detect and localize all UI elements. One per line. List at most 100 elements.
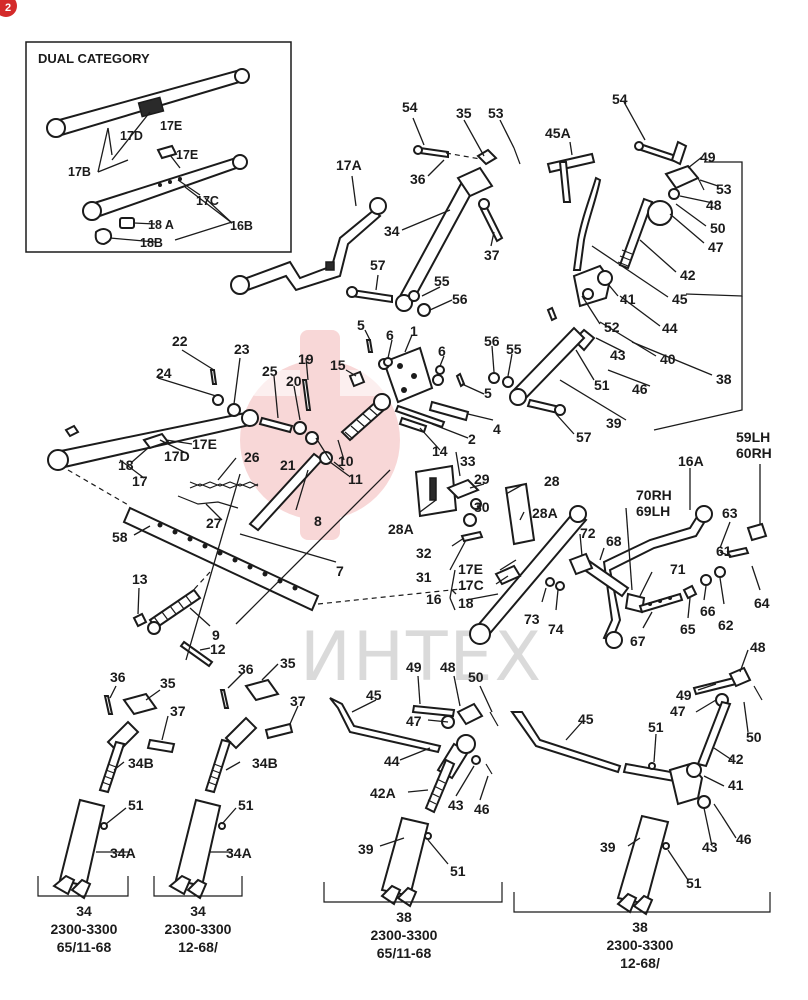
callout-70RH: 70RH xyxy=(636,487,672,503)
callout-43-b4: 43 xyxy=(702,839,718,855)
callout-6-left: 6 xyxy=(386,327,394,343)
caption-2-part: 34 xyxy=(190,903,206,919)
callout-7: 7 xyxy=(336,563,344,579)
callout-57-top: 57 xyxy=(370,257,386,273)
page-badge-label: 2 xyxy=(5,2,11,14)
callout-60RH: 60RH xyxy=(736,445,772,461)
callout-45-right: 45 xyxy=(672,291,688,307)
callout-16B: 16B xyxy=(230,219,253,233)
caption-4-dates: 12-68/ xyxy=(620,955,660,971)
callout-33: 33 xyxy=(460,453,476,469)
callout-10: 10 xyxy=(338,453,354,469)
callout-21: 21 xyxy=(280,457,296,473)
page-badge: 2 xyxy=(0,0,17,17)
callout-28: 28 xyxy=(544,473,560,489)
callout-12: 12 xyxy=(210,641,226,657)
callout-11: 11 xyxy=(348,471,363,487)
callout-46-b4: 46 xyxy=(736,831,752,847)
part-45-rod-b4 xyxy=(510,711,622,774)
callout-66: 66 xyxy=(700,603,716,619)
callout-51-right: 51 xyxy=(594,377,610,393)
inset-title: DUAL CATEGORY xyxy=(38,51,150,66)
callout-13: 13 xyxy=(132,571,148,587)
callout-71: 71 xyxy=(670,561,686,577)
callout-57-right: 57 xyxy=(576,429,592,445)
callout-8: 8 xyxy=(314,513,322,529)
callout-14: 14 xyxy=(432,443,448,459)
callout-35-top: 35 xyxy=(456,105,472,121)
callout-26: 26 xyxy=(244,449,260,465)
caption-1-part: 34 xyxy=(76,903,92,919)
callout-20: 20 xyxy=(286,373,302,389)
upper-link-assembly xyxy=(230,117,521,317)
callout-51-b4: 51 xyxy=(648,719,664,735)
part-34A-tube-right xyxy=(174,798,222,888)
variant-captions: 34 2300-3300 65/11-68 34 2300-3300 12-68… xyxy=(51,903,674,971)
callout-59LH: 59LH xyxy=(736,429,770,445)
part-34A-tube-left xyxy=(58,798,106,888)
callout-34A-b1: 34A xyxy=(110,845,136,861)
callout-45A: 45A xyxy=(545,125,571,141)
callout-72: 72 xyxy=(580,525,596,541)
callout-18A: 18 A xyxy=(148,218,174,232)
callout-38-right: 38 xyxy=(716,371,732,387)
callout-17E-inset-mid: 17E xyxy=(176,148,198,162)
callout-68: 68 xyxy=(606,533,622,549)
caption-3-part: 38 xyxy=(396,909,412,925)
callout-47-right: 47 xyxy=(708,239,724,255)
callout-45-b3: 45 xyxy=(366,687,382,703)
callout-46-right: 46 xyxy=(632,381,648,397)
part-58-drawbar xyxy=(122,506,320,612)
callout-9: 9 xyxy=(212,627,220,643)
callout-34A-b2: 34A xyxy=(226,845,252,861)
callout-17-left: 17 xyxy=(132,473,148,489)
callout-56-mid: 56 xyxy=(484,333,500,349)
callout-39-b4: 39 xyxy=(600,839,616,855)
callout-48-b3: 48 xyxy=(440,659,456,675)
callout-39-b3: 39 xyxy=(358,841,374,857)
callout-50-b3: 50 xyxy=(468,669,484,685)
callout-40: 40 xyxy=(660,351,676,367)
callout-37-b1: 37 xyxy=(170,703,186,719)
callout-16A: 16A xyxy=(678,453,704,469)
callout-53-right: 53 xyxy=(716,181,732,197)
callout-22: 22 xyxy=(172,333,188,349)
callout-36-b1: 36 xyxy=(110,669,126,685)
callout-39-right: 39 xyxy=(606,415,622,431)
callout-43-right: 43 xyxy=(610,347,626,363)
caption-1-model: 2300-3300 xyxy=(51,921,118,937)
callout-4: 4 xyxy=(493,421,501,437)
caption-brackets xyxy=(37,876,771,913)
callout-62: 62 xyxy=(718,617,734,633)
caption-3-dates: 65/11-68 xyxy=(377,945,432,961)
callout-55-mid: 55 xyxy=(506,341,522,357)
center-mechanism xyxy=(248,329,514,532)
dual-category-inset: DUAL CATEGORY xyxy=(25,41,292,253)
callout-67: 67 xyxy=(630,633,646,649)
callout-5-left: 5 xyxy=(357,317,365,333)
caption-2-model: 2300-3300 xyxy=(165,921,232,937)
callout-15: 15 xyxy=(330,357,346,373)
callout-42A-b3: 42A xyxy=(370,785,396,801)
part-26-check-chain xyxy=(189,483,259,489)
callout-17E-left: 17E xyxy=(192,436,217,452)
caption-4-part: 38 xyxy=(632,919,648,935)
callout-25: 25 xyxy=(262,363,278,379)
caption-4-model: 2300-3300 xyxy=(607,937,674,953)
callout-53-top: 53 xyxy=(488,105,504,121)
callout-32: 32 xyxy=(416,545,432,561)
part-34B-screw-left xyxy=(98,740,126,794)
callout-35-b1: 35 xyxy=(160,675,176,691)
caption-2-dates: 12-68/ xyxy=(178,939,218,955)
callout-30: 30 xyxy=(474,499,490,515)
callout-36-top: 36 xyxy=(410,171,426,187)
part-39-tube-b4 xyxy=(616,814,670,906)
callout-31: 31 xyxy=(416,569,432,585)
callout-54-top: 54 xyxy=(402,99,418,115)
callout-51-b2: 51 xyxy=(238,797,254,813)
callout-65: 65 xyxy=(680,621,696,637)
callout-19: 19 xyxy=(298,351,314,367)
callout-17E-mid: 17E xyxy=(458,561,483,577)
callout-74: 74 xyxy=(548,621,564,637)
